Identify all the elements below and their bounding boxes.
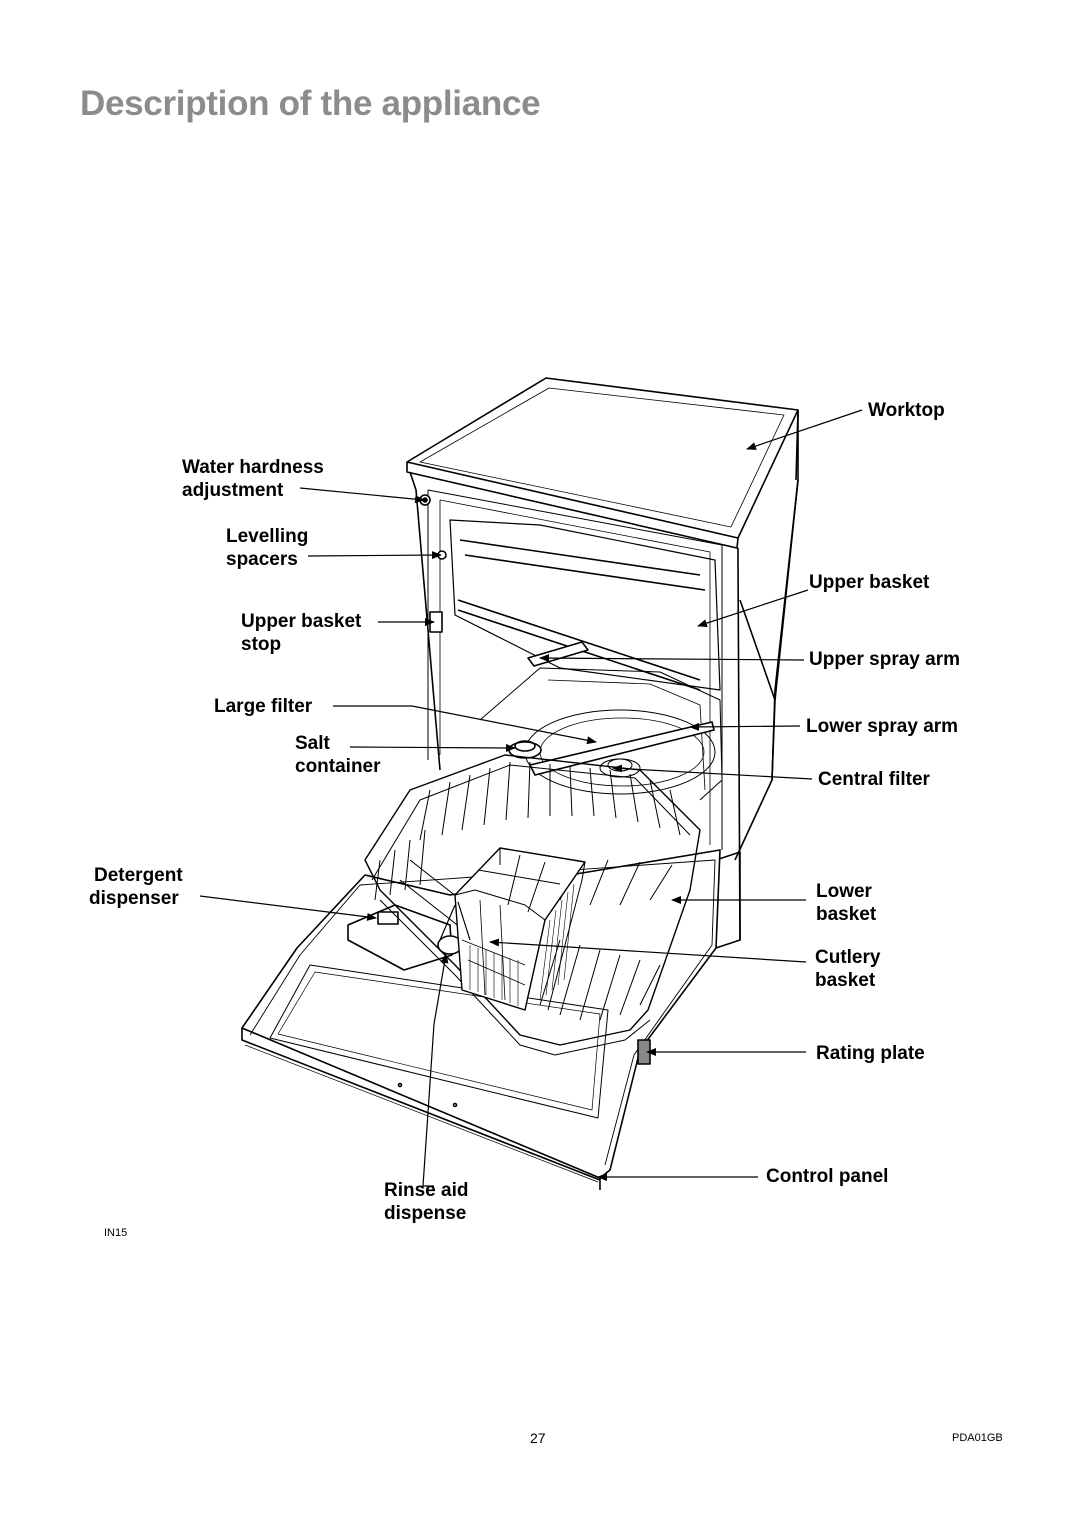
label-upper-basket-stop-line1: Upper basket bbox=[241, 611, 362, 632]
label-lower-basket-line1: Lower bbox=[816, 881, 872, 902]
label-levelling-line2: spacers bbox=[226, 549, 298, 570]
label-detergent-line1: Detergent bbox=[94, 865, 183, 886]
label-rinse-aid-line2: dispense bbox=[384, 1203, 467, 1224]
label-salt-container-line1: Salt bbox=[295, 733, 330, 754]
label-lower-spray-arm: Lower spray arm bbox=[806, 716, 959, 737]
label-rinse-aid-line1: Rinse aid bbox=[384, 1180, 469, 1201]
label-rating-plate: Rating plate bbox=[816, 1043, 925, 1064]
label-salt-container-line2: container bbox=[295, 756, 381, 777]
label-upper-basket: Upper basket bbox=[809, 572, 930, 593]
label-water-hardness-line1: Water hardness bbox=[182, 457, 324, 478]
label-upper-spray-arm: Upper spray arm bbox=[809, 649, 961, 670]
page-title: Description of the appliance bbox=[80, 84, 541, 123]
document-code: PDA01GB bbox=[952, 1432, 1003, 1444]
label-large-filter: Large filter bbox=[214, 696, 313, 717]
label-cutlery-basket-line2: basket bbox=[815, 970, 876, 991]
figure-code: IN15 bbox=[104, 1227, 128, 1239]
label-water-hardness-line2: adjustment bbox=[182, 480, 284, 501]
page-number: 27 bbox=[530, 1430, 546, 1446]
label-central-filter: Central filter bbox=[818, 769, 930, 790]
label-upper-basket-stop-line2: stop bbox=[241, 634, 282, 655]
label-control-panel: Control panel bbox=[766, 1166, 889, 1187]
leader-lines bbox=[199, 409, 863, 1187]
label-lower-basket-line2: basket bbox=[816, 904, 877, 925]
label-detergent-line2: dispenser bbox=[89, 888, 179, 909]
appliance-body bbox=[241, 377, 799, 1190]
label-levelling-line1: Levelling bbox=[226, 526, 309, 547]
label-cutlery-basket-line1: Cutlery bbox=[815, 947, 881, 968]
label-worktop: Worktop bbox=[868, 400, 945, 421]
